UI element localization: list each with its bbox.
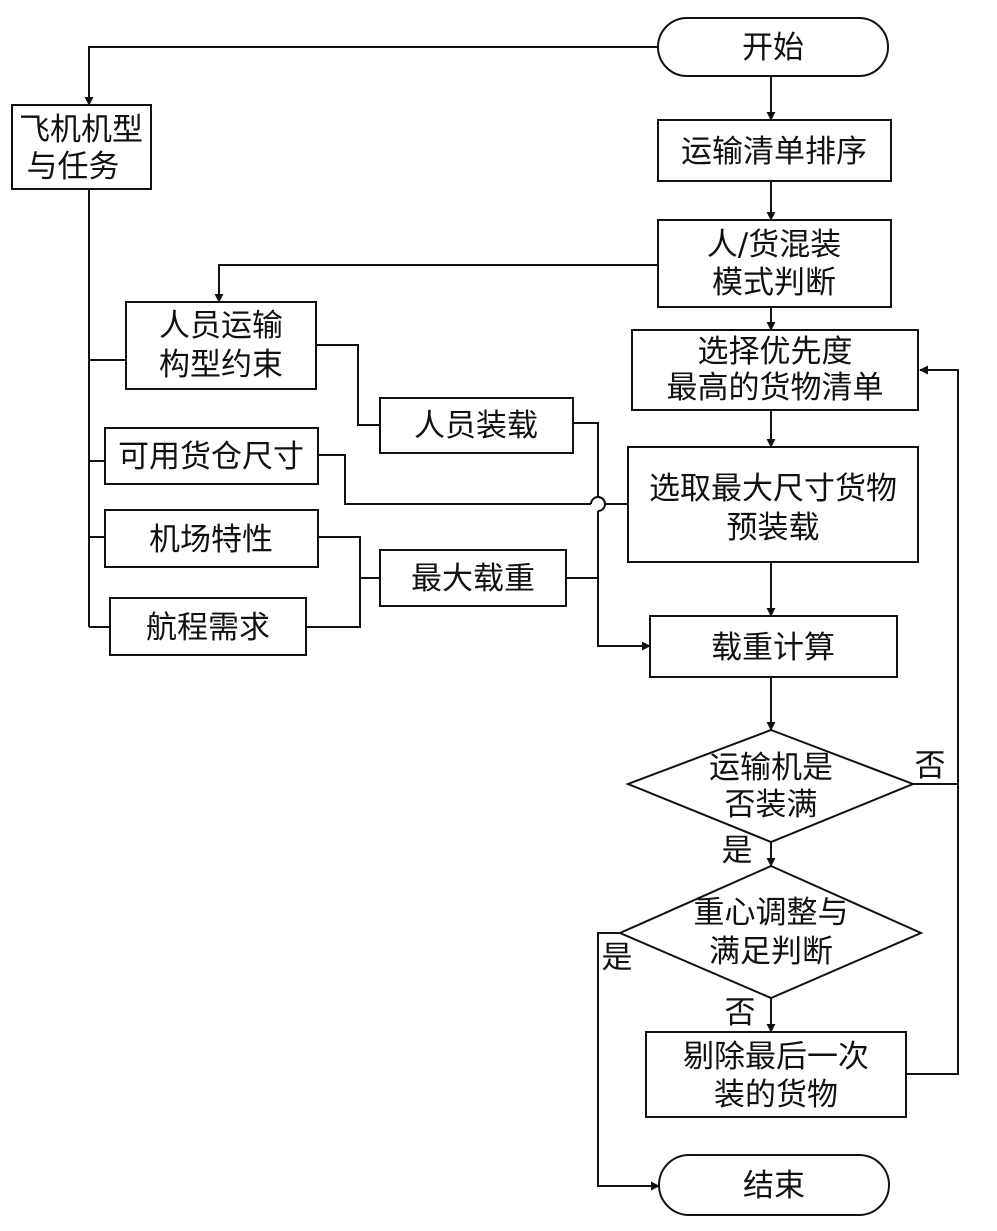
range-demand-box: 航程需求: [109, 597, 307, 656]
mixed-mode-line-2: 模式判断: [712, 265, 836, 301]
preload-line-1: 选取最大尺寸货物: [649, 471, 897, 507]
max-payload-label: 最大载重: [411, 561, 535, 597]
start-node: 开始: [657, 17, 889, 77]
start-label: 开始: [742, 30, 804, 66]
select-list-box: 选择优先度 最高的货物清单: [631, 329, 919, 411]
cg-yes-label: 是: [602, 940, 633, 976]
remove-last-line-1: 剔除最后一次: [683, 1039, 869, 1075]
range-demand-label: 航程需求: [146, 610, 270, 646]
personnel-constraint-line-2: 构型约束: [159, 347, 283, 383]
hold-to-preload-line: [318, 454, 591, 505]
is-full-diamond: 运输机是 否装满: [625, 728, 916, 844]
select-list-line-2: 最高的货物清单: [667, 370, 884, 406]
airport-bracket-line: [306, 536, 361, 628]
preload-box: 选取最大尺寸货物 预装载: [627, 446, 919, 563]
is-full-line-2: 否装满: [725, 787, 818, 823]
preload-line-2: 预装载: [727, 510, 820, 546]
connector-lines: [84, 46, 959, 1191]
airport-features-box: 机场特性: [104, 509, 319, 568]
cg-check-line-2: 满足判断: [709, 934, 833, 970]
personnel-to-loading-line: [316, 344, 380, 426]
loading-to-calc-line: [573, 422, 599, 497]
is-full-line-1: 运输机是: [709, 750, 833, 786]
personnel-constraint-line-1: 人员运输: [159, 308, 283, 344]
remove-loop-line: [906, 784, 959, 1075]
personnel-loading-box: 人员装载: [379, 397, 574, 454]
airport-features-label: 机场特性: [149, 522, 273, 558]
line-hop-h: [590, 496, 606, 505]
load-calc-label: 载重计算: [711, 630, 835, 666]
aircraft-task-line-2: 与任务: [27, 149, 120, 185]
cg-yes-to-end-arrow: [597, 932, 660, 1191]
remove-last-box: 剔除最后一次 装的货物: [645, 1031, 907, 1118]
aircraft-task-box: 飞机机型 与任务: [11, 104, 152, 190]
personnel-loading-label: 人员装载: [414, 408, 538, 444]
full-no-loop-arrow: [913, 365, 959, 785]
mode-to-personnel-arrow: [214, 264, 658, 303]
cargo-hold-size-label: 可用货仓尺寸: [118, 439, 304, 475]
load-calc-box: 载重计算: [649, 615, 898, 678]
remove-last-line-2: 装的货物: [714, 1077, 838, 1113]
end-label: 结束: [743, 1168, 805, 1204]
cargo-hold-size-box: 可用货仓尺寸: [104, 427, 319, 485]
cg-check-line-1: 重心调整与: [694, 895, 849, 931]
mixed-mode-line-1: 人/货混装: [707, 227, 841, 263]
aircraft-task-line-1: 飞机机型: [19, 112, 143, 148]
full-yes-label: 是: [722, 833, 753, 869]
cg-check-diamond: 重心调整与 满足判断: [617, 864, 924, 1000]
end-node: 结束: [658, 1154, 890, 1216]
cg-no-label: 否: [725, 995, 756, 1031]
start-to-aircraft-arrow: [84, 46, 658, 106]
sort-list-box: 运输清单排序: [657, 119, 892, 182]
max-payload-box: 最大载重: [379, 549, 567, 607]
full-no-label: 否: [915, 748, 946, 784]
mixed-mode-box: 人/货混装 模式判断: [657, 219, 892, 308]
loading-to-calc-arrow: [597, 511, 651, 651]
sort-list-label: 运输清单排序: [681, 134, 867, 170]
select-list-line-1: 选择优先度: [698, 334, 853, 370]
personnel-constraint-box: 人员运输 构型约束: [125, 301, 317, 390]
